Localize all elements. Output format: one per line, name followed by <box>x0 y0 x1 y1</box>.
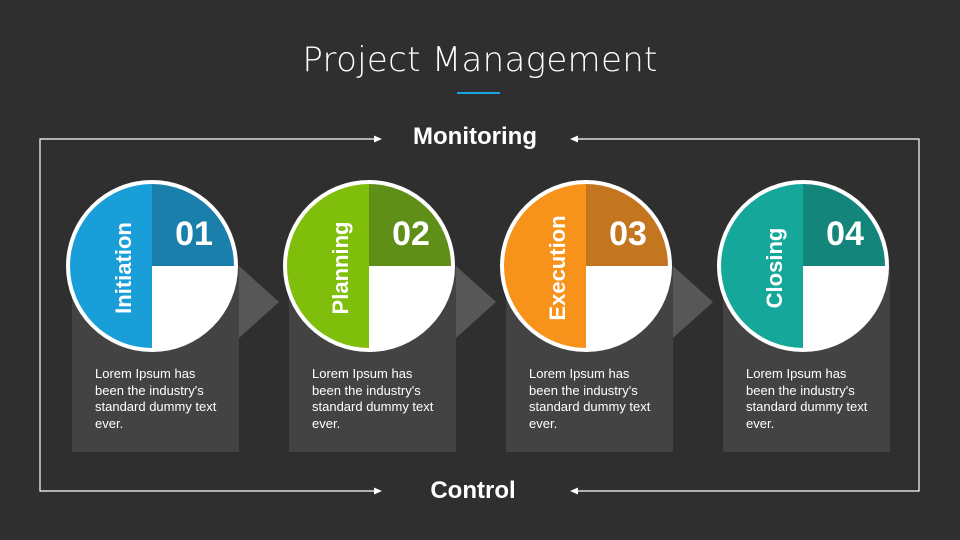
disc-main-sector <box>287 184 369 348</box>
step-planning: 02 Planning Lorem Ipsum has been the ind… <box>283 180 521 454</box>
step-disc <box>500 180 672 352</box>
frame-right-path <box>574 138 920 492</box>
slide-title: Project Management <box>0 40 960 80</box>
edit-icon <box>393 287 427 321</box>
step-description: Lorem Ipsum has been the industry's stan… <box>746 366 868 431</box>
disc-number-sector <box>803 184 885 266</box>
step-disc <box>717 180 889 352</box>
step-disc <box>66 180 238 352</box>
title-bold: Project <box>302 40 421 80</box>
title-light: Management <box>431 40 658 80</box>
step-description: Lorem Ipsum has been the industry's stan… <box>529 366 651 431</box>
disc-main-sector <box>721 184 803 348</box>
title-underline <box>457 92 500 94</box>
step-name: Execution <box>545 215 570 321</box>
arrow-right-top <box>374 135 382 143</box>
gear-icon <box>610 288 646 320</box>
step-name: Initiation <box>111 222 136 314</box>
disc-number-sector <box>152 184 234 266</box>
disc-main-sector <box>70 184 152 348</box>
step-arrow <box>456 266 496 338</box>
step-number: 01 <box>175 215 213 253</box>
diamond-icon <box>827 288 863 322</box>
arrow-left-bottom <box>570 487 578 495</box>
step-disc <box>283 180 455 352</box>
control-label: Control <box>430 477 516 504</box>
disc-number-sector <box>369 184 451 266</box>
arrow-left-top <box>570 135 578 143</box>
step-name: Planning <box>328 221 353 315</box>
disc-number-sector <box>586 184 668 266</box>
step-number: 04 <box>826 215 864 253</box>
step-arrow <box>673 266 713 338</box>
step-number: 03 <box>609 215 647 253</box>
step-number: 02 <box>392 215 430 253</box>
power-icon <box>179 286 209 319</box>
step-closing: 04 Closing Lorem Ipsum has been the indu… <box>717 180 955 454</box>
arrow-right-bottom <box>374 487 382 495</box>
step-name: Closing <box>762 227 787 309</box>
monitoring-label: Monitoring <box>413 123 537 150</box>
disc-main-sector <box>504 184 586 348</box>
step-initiation: 01 Initiation Lorem Ipsum has been the i… <box>66 180 304 454</box>
frame-left-path <box>39 138 378 492</box>
step-execution: 03 Execution Lorem Ipsum has been the in… <box>500 180 738 454</box>
step-description: Lorem Ipsum has been the industry's stan… <box>95 366 217 431</box>
step-description: Lorem Ipsum has been the industry's stan… <box>312 366 434 431</box>
step-arrow <box>239 266 279 338</box>
